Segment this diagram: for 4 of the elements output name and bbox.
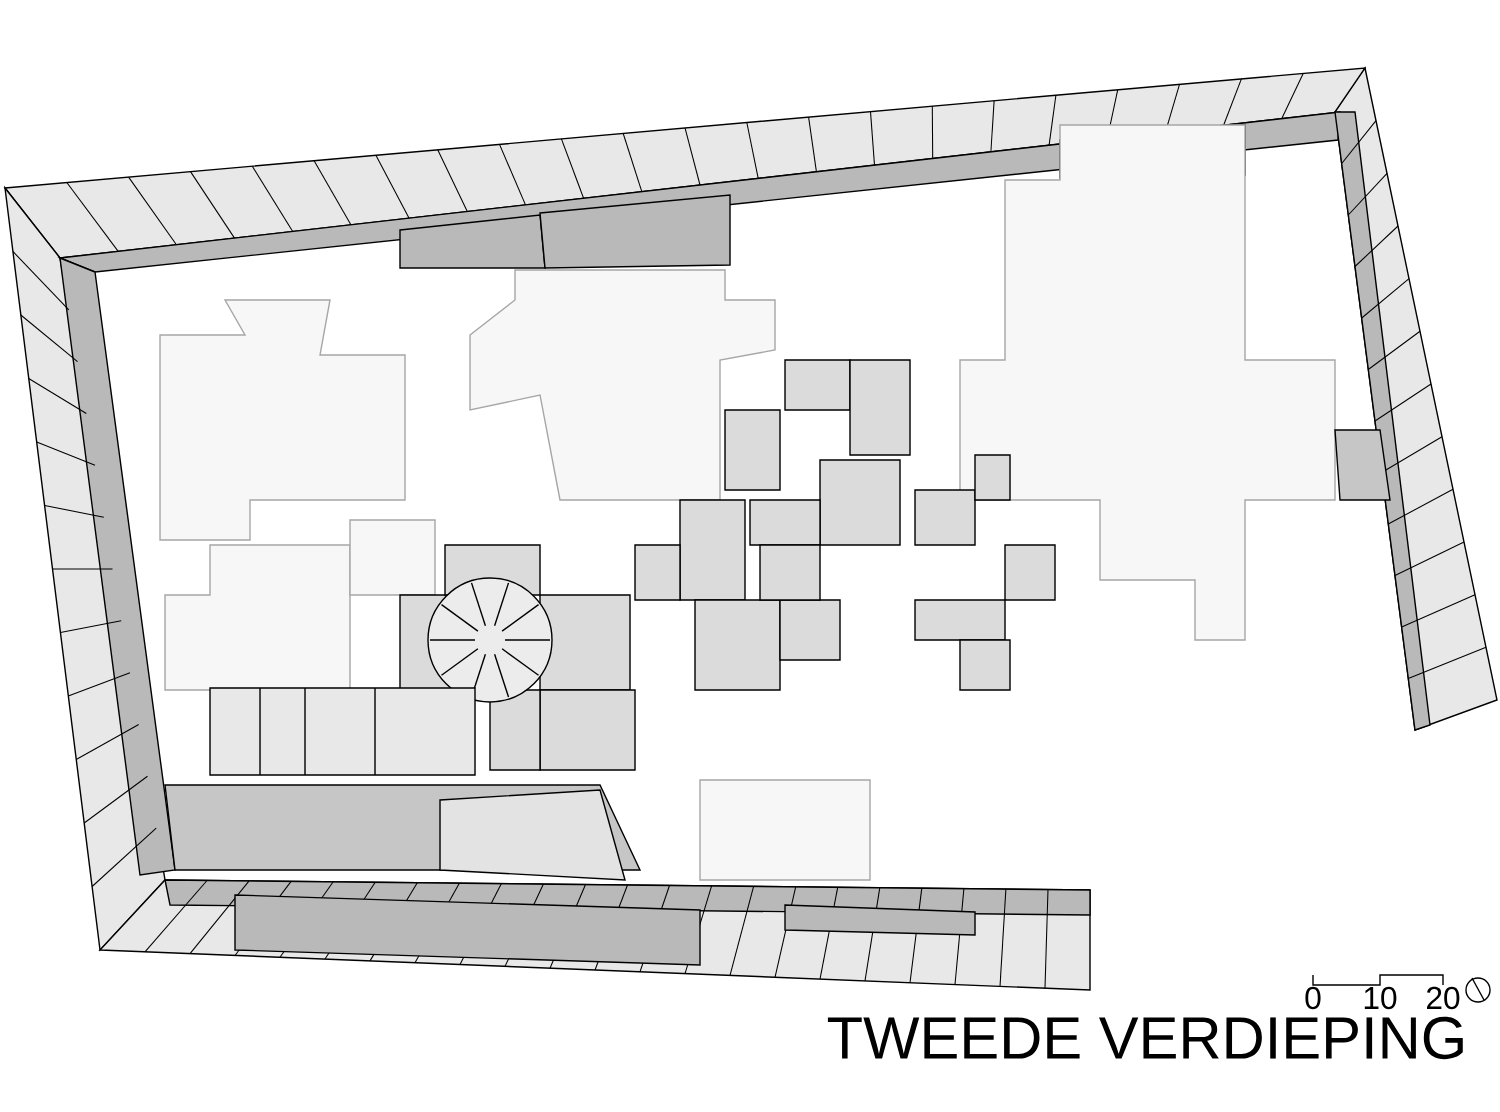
scale-label: 10	[1364, 986, 1397, 1010]
title: TWEEDE VERDIEPING	[827, 1016, 1463, 1060]
scale-label: 0	[1305, 986, 1321, 1010]
scale-label: 20	[1427, 986, 1460, 1010]
